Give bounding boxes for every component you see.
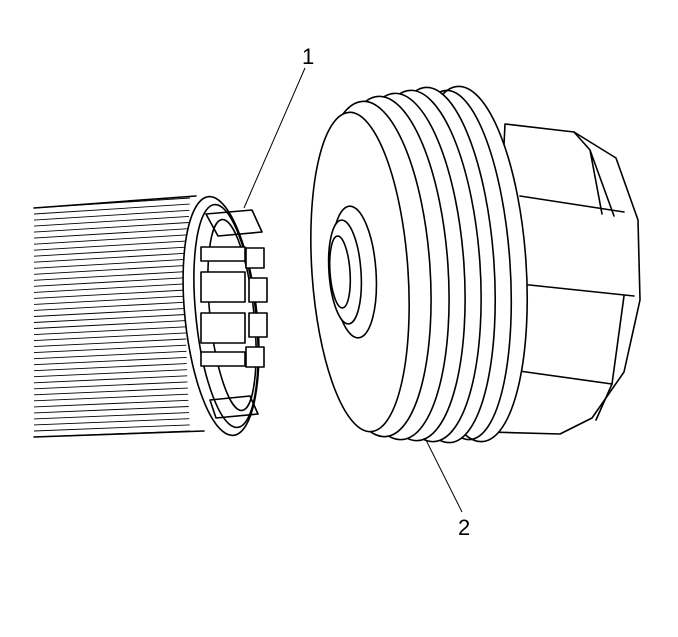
oil-filter-cap: [310, 85, 641, 444]
callout-2: 2: [425, 439, 470, 540]
retaining-tabs: [200, 209, 268, 419]
callout-label-1: 1: [302, 44, 314, 69]
filter-element: [33, 195, 268, 438]
callout-1: 1: [243, 44, 314, 209]
filter-pleats: [33, 197, 191, 438]
callout-label-2: 2: [458, 515, 470, 540]
